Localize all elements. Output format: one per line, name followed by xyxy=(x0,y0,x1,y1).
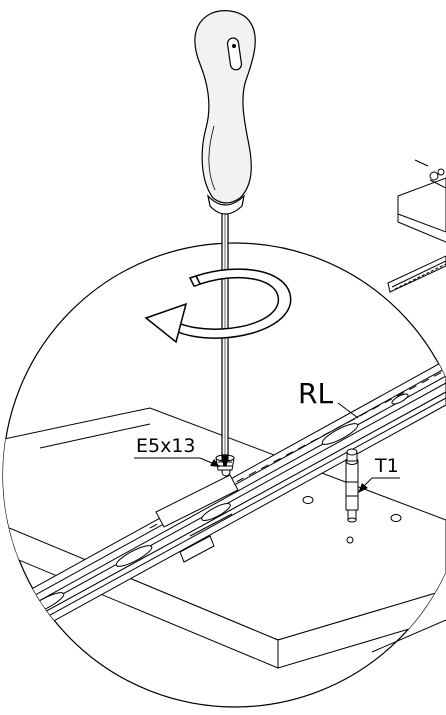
rail-RL xyxy=(3,359,446,657)
screwdriver-handle xyxy=(194,10,256,204)
rail-label: RL xyxy=(298,377,333,410)
overview-thumbnail xyxy=(387,159,446,293)
screwdriver-grip-slot xyxy=(226,37,243,71)
rotation-arrow-icon xyxy=(144,268,292,344)
screw-label: E5x13 xyxy=(136,435,196,457)
connector-label: T1 xyxy=(374,455,399,477)
panel-hole xyxy=(346,536,354,544)
detail-leader-line xyxy=(371,619,446,653)
panel-hole xyxy=(390,514,402,522)
panel-hole xyxy=(302,496,314,504)
connector-T1 xyxy=(345,448,359,523)
rail-label-leader xyxy=(337,402,359,419)
panel-side-edge xyxy=(277,589,446,669)
